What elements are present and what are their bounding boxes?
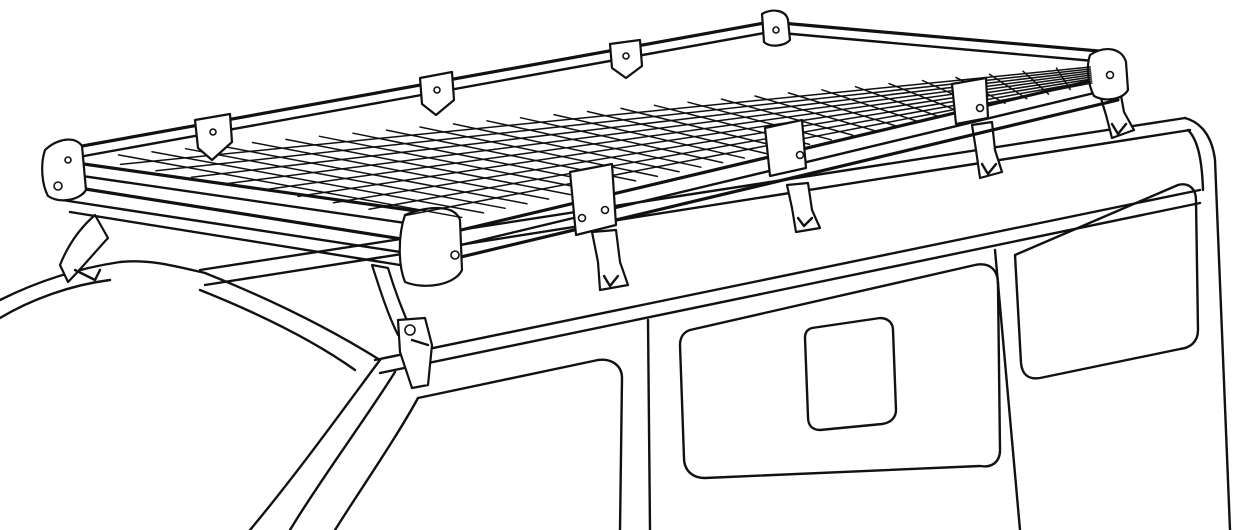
- rail-brackets: [193, 38, 990, 237]
- rack-stringer: [155, 68, 1092, 172]
- rack-stringer: [190, 70, 1092, 178]
- rack-stringer: [226, 72, 1092, 185]
- rack-platform: [41, 9, 1130, 287]
- vehicle-body: [0, 116, 1232, 530]
- rack-slats: [117, 66, 1093, 219]
- rack-stringer: [119, 66, 1091, 166]
